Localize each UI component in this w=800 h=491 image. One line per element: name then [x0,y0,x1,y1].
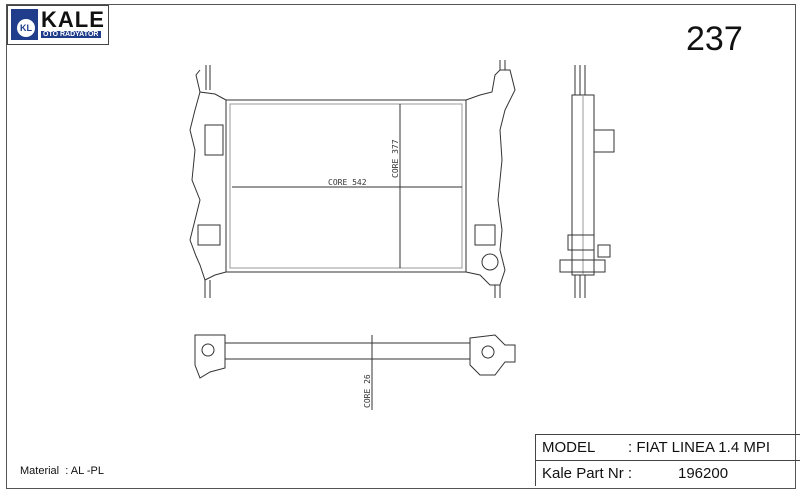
right-tank [465,69,516,286]
material-label: Material [20,465,60,477]
kale-logo: KL KALE OTO RADYATÖR [7,5,109,45]
model-row: MODEL : FIAT LINEA 1.4 MPI [536,435,800,460]
core-width-label: CORE 542 [328,178,367,187]
title-block: MODEL : FIAT LINEA 1.4 MPI Kale Part Nr … [535,434,800,486]
drawing-number: 237 [686,20,743,58]
logo-subtitle: OTO RADYATÖR [41,31,101,38]
part-row: Kale Part Nr : 196200 [536,460,800,486]
front-view: CORE 542 CORE 377 [189,60,516,298]
material-value: : AL -PL [65,465,104,477]
side-view [559,65,615,298]
bottom-view: CORE 26 [194,334,516,410]
core-height-label: CORE 377 [391,139,400,178]
logo-brand: KALE [41,7,105,32]
left-tank [189,69,227,281]
sheet-border [6,4,796,489]
logo-mark: KL [11,9,38,40]
material-spec: Material : AL -PL [20,465,104,477]
part-value: 196200 [678,465,729,482]
model-label: MODEL [542,439,596,456]
model-value: : FIAT LINEA 1.4 MPI [628,439,770,456]
core-depth-label: CORE 26 [363,374,372,408]
logo-kl: KL [17,19,35,37]
core-outline [225,99,467,273]
part-label: Kale Part Nr : [542,465,633,482]
